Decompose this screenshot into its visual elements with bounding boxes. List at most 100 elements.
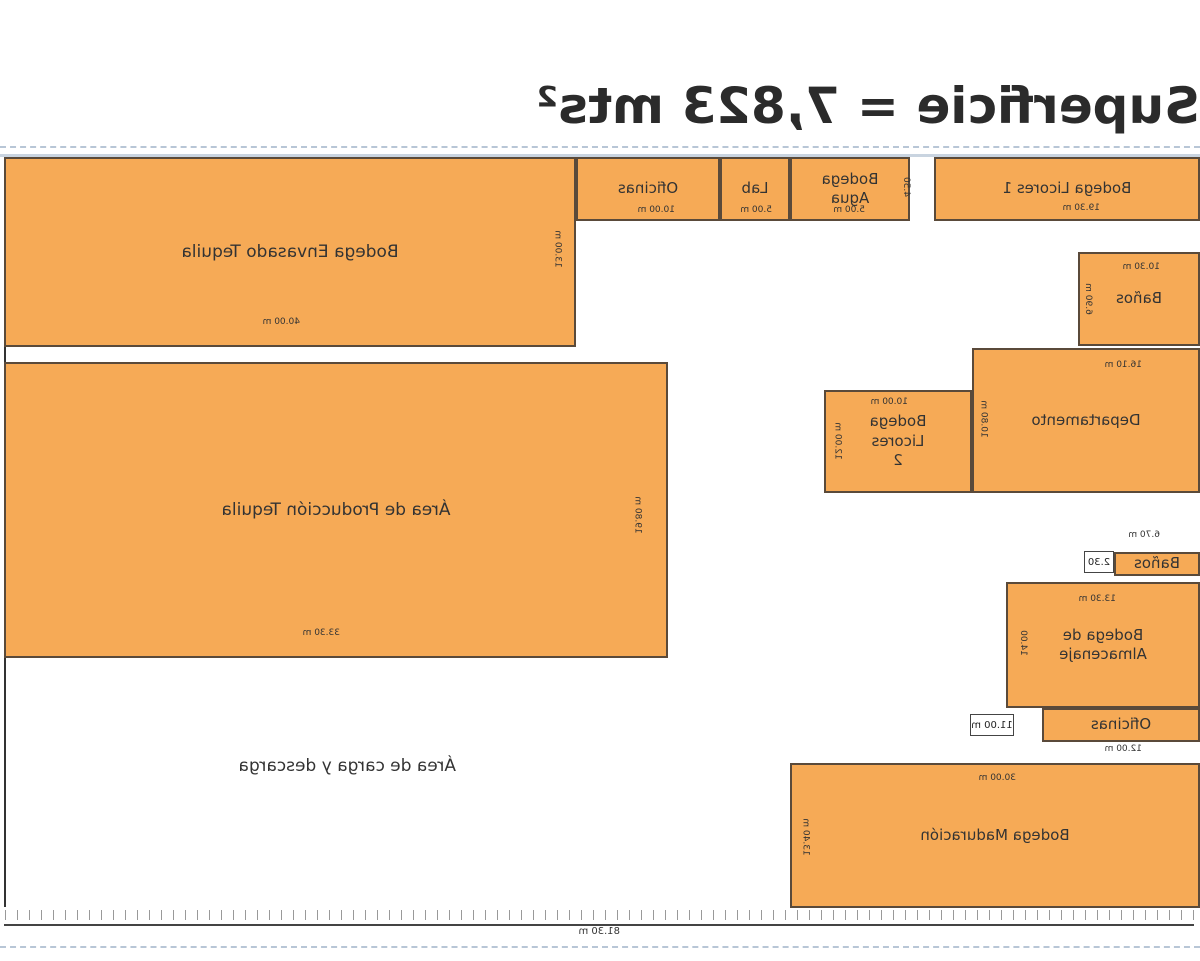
ruler-tick	[257, 910, 258, 920]
ruler-tick	[17, 910, 18, 920]
ruler-tick	[437, 910, 438, 920]
ruler-tick	[89, 910, 90, 920]
ruler-tick	[341, 910, 342, 920]
ruler-tick	[293, 910, 294, 920]
ruler-tick	[77, 910, 78, 920]
ruler-tick	[917, 910, 918, 920]
zone-oficinas-small: Oficinas	[1042, 708, 1200, 742]
ruler-tick	[725, 910, 726, 920]
dim-label: 16.10 m	[1104, 360, 1142, 370]
ruler-tick	[533, 910, 534, 920]
ruler-tick	[173, 910, 174, 920]
ruler-tick	[281, 910, 282, 920]
ruler-tick	[317, 910, 318, 920]
ruler-tick	[473, 910, 474, 920]
ruler-tick	[701, 910, 702, 920]
ruler-tick	[425, 910, 426, 920]
dim-label: 10.00 m	[637, 205, 675, 215]
ruler-tick	[629, 910, 630, 920]
ruler-tick	[1145, 910, 1146, 920]
dim-label: 13.40 m	[800, 818, 811, 856]
ruler-tick	[1121, 910, 1122, 920]
ruler-tick	[101, 910, 102, 920]
ruler-tick	[1001, 910, 1002, 920]
ruler-tick	[1157, 910, 1158, 920]
ruler-tick	[377, 910, 378, 920]
ruler-tick	[197, 910, 198, 920]
dim-label: 13.30 m	[1078, 594, 1116, 604]
ruler-tick	[1109, 910, 1110, 920]
ruler-tick	[941, 910, 942, 920]
ruler-tick	[149, 910, 150, 920]
ruler-tick	[389, 910, 390, 920]
ruler-tick	[497, 910, 498, 920]
ruler-tick	[641, 910, 642, 920]
ruler-tick	[881, 910, 882, 920]
ruler-tick	[29, 910, 30, 920]
ruler-tick	[833, 910, 834, 920]
dim-label: 5.00 m	[833, 205, 865, 215]
ruler-tick	[329, 910, 330, 920]
ruler-tick	[845, 910, 846, 920]
zone-area-produccion: Área de Producción Tequila	[4, 362, 668, 658]
ruler-tick	[1169, 910, 1170, 920]
dim-label: 10.80 m	[978, 400, 989, 438]
zone-label: Bodega Agua	[821, 169, 879, 208]
zone-label: Bodega Envasado Tequila	[181, 241, 399, 262]
dim-box: 2.30	[1084, 551, 1114, 573]
ruler-tick	[269, 910, 270, 920]
ruler-tick	[665, 910, 666, 920]
zone-label: Departamento	[1031, 410, 1141, 429]
dim-label: 10.30 m	[1122, 262, 1160, 272]
ruler-tick	[869, 910, 870, 920]
ruler-tick	[545, 910, 546, 920]
dim-label: 12.00 m	[832, 422, 843, 460]
zone-bodega-maduracion: Bodega Maduración	[790, 763, 1200, 908]
ruler-tick	[797, 910, 798, 920]
zone-label: Bodega Maduración	[920, 825, 1070, 844]
zone-label: Área de Producción Tequila	[221, 499, 451, 520]
zone-label: Baños	[1116, 289, 1162, 308]
ruler-tick	[1097, 910, 1098, 920]
ruler-tick	[1073, 910, 1074, 920]
ruler-tick	[617, 910, 618, 920]
zone-label: Baños	[1134, 554, 1180, 573]
ruler-tick	[233, 910, 234, 920]
ruler-tick	[1133, 910, 1134, 920]
ruler-tick	[137, 910, 138, 920]
ruler-tick	[593, 910, 594, 920]
ruler-tick	[485, 910, 486, 920]
zone-label: Bodega de Almacenaje	[1059, 625, 1147, 664]
ruler-tick	[449, 910, 450, 920]
ruler-tick	[605, 910, 606, 920]
dim-label: 14.00	[1018, 630, 1029, 656]
zone-label: Oficinas	[617, 179, 679, 198]
dim-label: 11.00 m	[971, 719, 1013, 731]
ruler-tick	[1181, 910, 1182, 920]
ruler-tick	[713, 910, 714, 920]
frame-top-border	[0, 146, 1200, 148]
ruler-tick	[5, 910, 6, 920]
ruler-tick	[221, 910, 222, 920]
ruler-tick	[185, 910, 186, 920]
ruler-tick	[113, 910, 114, 920]
dim-label: 19.80 m	[632, 496, 643, 534]
ruler-tick	[785, 910, 786, 920]
total-width-label: 81.30 m	[578, 926, 620, 937]
ruler-tick	[365, 910, 366, 920]
frame-bottom-border	[0, 946, 1200, 948]
dim-label: 6.90 m	[1083, 283, 1094, 315]
dim-label: 33.30 m	[302, 628, 340, 638]
ruler-tick	[401, 910, 402, 920]
ruler-tick	[1193, 910, 1194, 920]
dim-label: 12.00 m	[1104, 744, 1142, 754]
ruler-tick	[905, 910, 906, 920]
ruler-tick	[1049, 910, 1050, 920]
ruler-tick	[857, 910, 858, 920]
zone-departamento: Departamento	[972, 348, 1200, 493]
ruler-tick	[521, 910, 522, 920]
ruler-tick	[1037, 910, 1038, 920]
ruler-tick	[1013, 910, 1014, 920]
dim-label: 13.00 m	[552, 230, 563, 268]
